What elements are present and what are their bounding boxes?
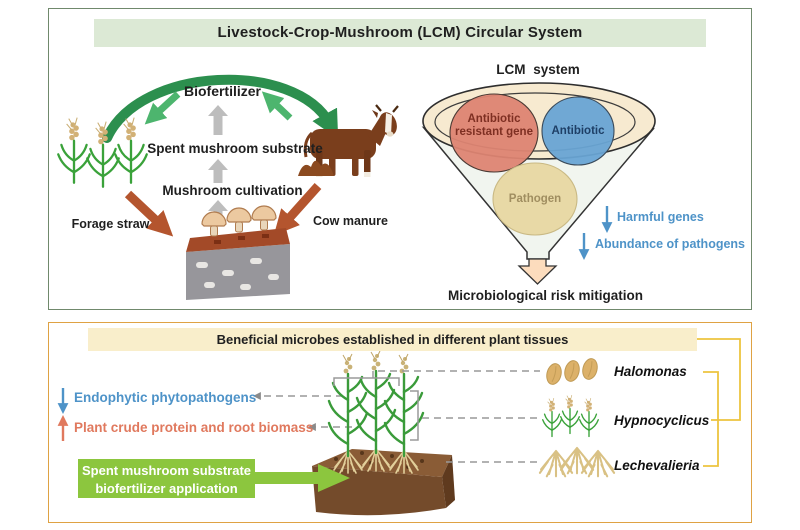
microbe-halomonas-label: Halomonas <box>614 364 687 379</box>
top-panel-title: Livestock-Crop-Mushroom (LCM) Circular S… <box>94 19 706 47</box>
mushroom-bed-icon <box>186 205 290 300</box>
resistant-gene-circle <box>449 93 539 173</box>
funnel-title: LCM system <box>496 62 580 77</box>
microbe-hypnocyclicus-label: Hypnocyclicus <box>614 413 710 428</box>
effect-endophytic-label: Endophytic phytopathogens <box>74 390 257 405</box>
bubble-pathogen-label: Pathogen <box>508 193 562 205</box>
label-forage-straw: Forage straw <box>71 217 150 231</box>
label-mushroom-cultivation: Mushroom cultivation <box>162 183 303 198</box>
bottom-panel-title: Beneficial microbes established in diffe… <box>88 328 697 351</box>
bubble-antibiotic-label: Antibiotic <box>551 125 605 137</box>
biofertilizer-to-crops-arrow <box>144 91 181 125</box>
pathogen-circle <box>492 162 578 236</box>
manure-pile-icon <box>298 160 334 176</box>
bubble-resistant-gene-label: Antibiotic resistant gene <box>455 113 533 139</box>
action-line-2: biofertilizer application <box>95 480 238 496</box>
action-line-1: Spent mushroom substrate <box>81 463 252 478</box>
lcm-circular-system-panel <box>48 8 752 310</box>
forage-straw-arrow <box>124 190 174 237</box>
outcome-harmful-genes-label: Harmful genes <box>617 210 704 224</box>
root-icons <box>538 446 616 478</box>
up-arrow-icons-gray <box>208 105 228 226</box>
risk-mitigation-label: Microbiological risk mitigation <box>448 288 644 303</box>
corn-plants-icon <box>327 349 425 458</box>
biofertilizer-application-arrow <box>255 464 350 492</box>
microbe-lechevalieria-label: Lechevalieria <box>614 458 700 473</box>
label-spent-mushroom-substrate: Spent mushroom substrate <box>147 141 323 156</box>
plant-tissue-brackets <box>333 371 419 441</box>
wheat-crops-icon <box>57 116 148 188</box>
outcome-pathogens-label: Abundance of pathogens <box>595 237 745 251</box>
label-cow-manure: Cow manure <box>312 214 388 228</box>
cycle-arc-crops-to-cow <box>102 74 339 143</box>
gold-connector-lines <box>697 338 741 467</box>
biofertilizer-application-box: Spent mushroom substrate biofertilizer a… <box>78 459 255 498</box>
antibiotic-circle <box>541 96 615 166</box>
seed-icons <box>544 356 600 387</box>
funnel-icon <box>421 82 656 285</box>
label-biofertilizer: Biofertilizer <box>183 83 261 99</box>
cow-to-biofertilizer-arrow <box>261 91 293 121</box>
effect-biomass-label: Plant crude protein and root biomass <box>74 420 314 435</box>
funnel-outlet-arrow-icon <box>517 258 558 285</box>
cow-manure-arrow <box>273 182 322 236</box>
shoot-icons <box>542 394 599 438</box>
